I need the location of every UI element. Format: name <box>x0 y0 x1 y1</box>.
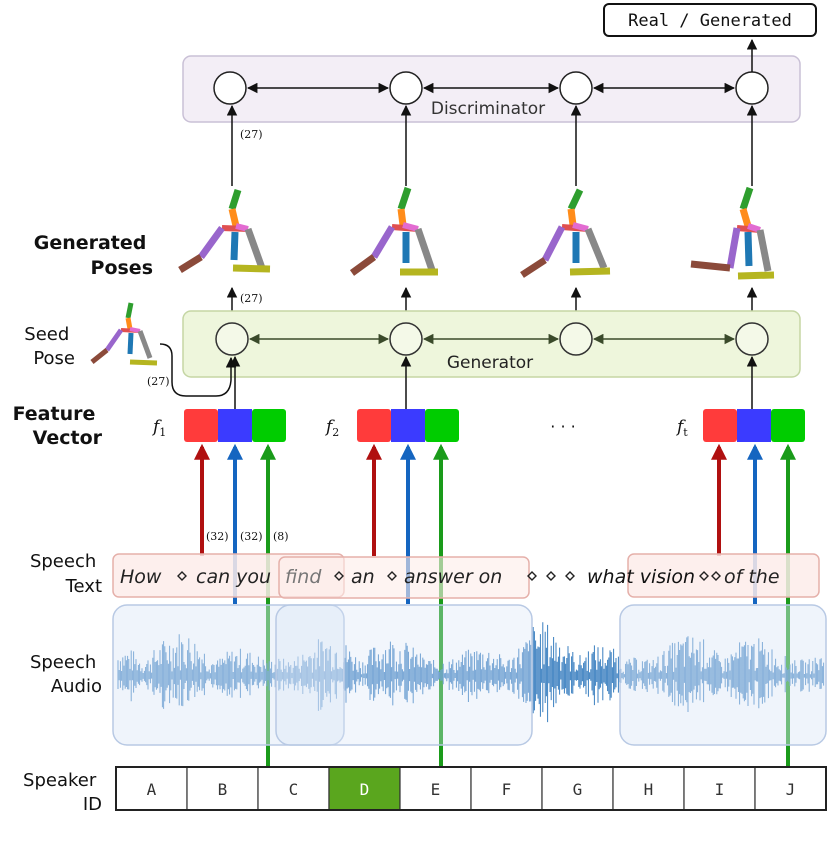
pose-dim-label: (27) <box>240 128 263 141</box>
generated-pose-1 <box>178 188 271 273</box>
generated-pose-4 <box>690 186 775 280</box>
speaker-cell-h: H <box>612 766 685 811</box>
seed-dim-label: (27) <box>147 375 170 388</box>
generator-panel: Generator <box>182 310 801 378</box>
feature-vector-1 <box>184 409 286 442</box>
speaker-cell-c: C <box>257 766 330 811</box>
speech-text-label-1: Speech <box>30 551 96 572</box>
speaker-cell-label: J <box>786 780 796 799</box>
audio-dim-label: (32) <box>240 530 263 543</box>
speaker-cell-label: C <box>289 780 299 799</box>
speaker-cell-label: G <box>573 780 583 799</box>
generator-node-1 <box>215 322 249 356</box>
audio-window-2 <box>275 604 533 746</box>
feature-label-f1-sub: 1 <box>159 426 166 439</box>
svg-text:Speaker ID: Speaker ID <box>23 770 102 815</box>
speech-audio-label-1: Speech <box>30 652 96 673</box>
seed-pose-figure <box>90 302 158 366</box>
speaker-cell-label: I <box>715 780 725 799</box>
discriminator-node-4 <box>735 71 769 105</box>
svg-text:f2: f2 <box>324 417 339 439</box>
speech-audio-label-2: Audio <box>51 676 102 697</box>
feature-label-ft-sub: t <box>683 426 688 439</box>
feature-label-f1: f <box>151 417 162 437</box>
word-what-vision: what vision <box>587 566 695 588</box>
feature-label-f2: f <box>324 417 335 437</box>
generated-pose-3 <box>520 188 611 278</box>
generator-node-4 <box>735 322 769 356</box>
discriminator-node-2 <box>389 71 423 105</box>
text-dim-label: (32) <box>206 530 229 543</box>
generated-poses-label-1: Generated <box>34 232 147 254</box>
text-window-t <box>627 553 820 598</box>
discriminator-panel: Discriminator <box>182 55 801 123</box>
generator-label: Generator <box>447 353 533 373</box>
feature-ellipsis: · · · <box>550 417 575 436</box>
feature-vector-label-1: Feature <box>13 403 96 425</box>
speaker-cell-g: G <box>541 766 614 811</box>
generated-pose-2 <box>349 186 438 276</box>
speaker-cell-i: I <box>683 766 756 811</box>
word-how: How <box>120 566 162 588</box>
word-find: find <box>285 566 322 588</box>
speaker-id-label-2: ID <box>83 794 102 815</box>
feature-vector-2 <box>357 409 459 442</box>
feature-vector-label-2: Vector <box>33 427 103 449</box>
speaker-dim-label: (8) <box>273 530 289 543</box>
generator-node-2 <box>389 322 423 356</box>
svg-text:f1: f1 <box>151 417 166 439</box>
audio-waveform <box>117 622 825 723</box>
discriminator-node-3 <box>559 71 593 105</box>
speaker-cell-label: E <box>431 780 441 799</box>
seed-pose-label-2: Pose <box>33 348 75 369</box>
speaker-cell-label: F <box>502 780 512 799</box>
speaker-id-label-1: Speaker <box>23 770 97 791</box>
svg-text:Seed Pose: Seed Pose <box>24 324 75 369</box>
seed-pose-label-1: Seed <box>24 324 69 345</box>
svg-text:Feature Vector: Feature Vector <box>13 403 103 449</box>
speaker-cell-label: H <box>644 780 654 799</box>
speaker-cell-label: A <box>147 780 157 799</box>
speech-text-label-2: Text <box>65 576 102 597</box>
svg-text:ft: ft <box>675 417 688 439</box>
audio-window-1 <box>112 604 345 746</box>
speaker-cell-j: J <box>754 766 827 811</box>
svg-text:Generated Poses: Generated Poses <box>34 232 153 279</box>
feature-vector-t <box>703 409 805 442</box>
speaker-table-border <box>115 766 827 811</box>
speaker-cell-b: B <box>186 766 259 811</box>
speaker-cell-label: B <box>218 780 228 799</box>
feature-label-ft: f <box>675 417 686 437</box>
output-label: Real / Generated <box>628 11 792 31</box>
generator-node-3 <box>559 322 593 356</box>
speaker-id-table: A B C D E F G H I J <box>115 766 827 811</box>
word-answer-on: answer on <box>404 566 502 588</box>
speaker-cell-a: A <box>115 766 188 811</box>
audio-window-t <box>619 604 827 746</box>
waveform-trace <box>117 622 825 723</box>
speaker-cell-d: D <box>328 766 401 811</box>
speaker-cell-e: E <box>399 766 472 811</box>
discriminator-label: Discriminator <box>431 99 545 119</box>
word-can-you: can you <box>196 566 271 588</box>
svg-text:Speech Text: Speech Text <box>30 551 102 597</box>
generated-poses-label-2: Poses <box>91 257 153 279</box>
speaker-cell-f: F <box>470 766 543 811</box>
output-box: Real / Generated <box>603 3 817 37</box>
word-an: an <box>351 566 375 588</box>
svg-text:Speech Audio: Speech Audio <box>30 652 102 697</box>
discriminator-node-1 <box>213 71 247 105</box>
speaker-cell-label: D <box>360 780 370 799</box>
pose-gen-dim-label: (27) <box>240 292 263 305</box>
word-of-the: of the <box>724 566 780 588</box>
seed-pose-arrow <box>159 343 237 397</box>
feature-label-f2-sub: 2 <box>332 426 339 439</box>
pad-tokens <box>177 571 721 581</box>
